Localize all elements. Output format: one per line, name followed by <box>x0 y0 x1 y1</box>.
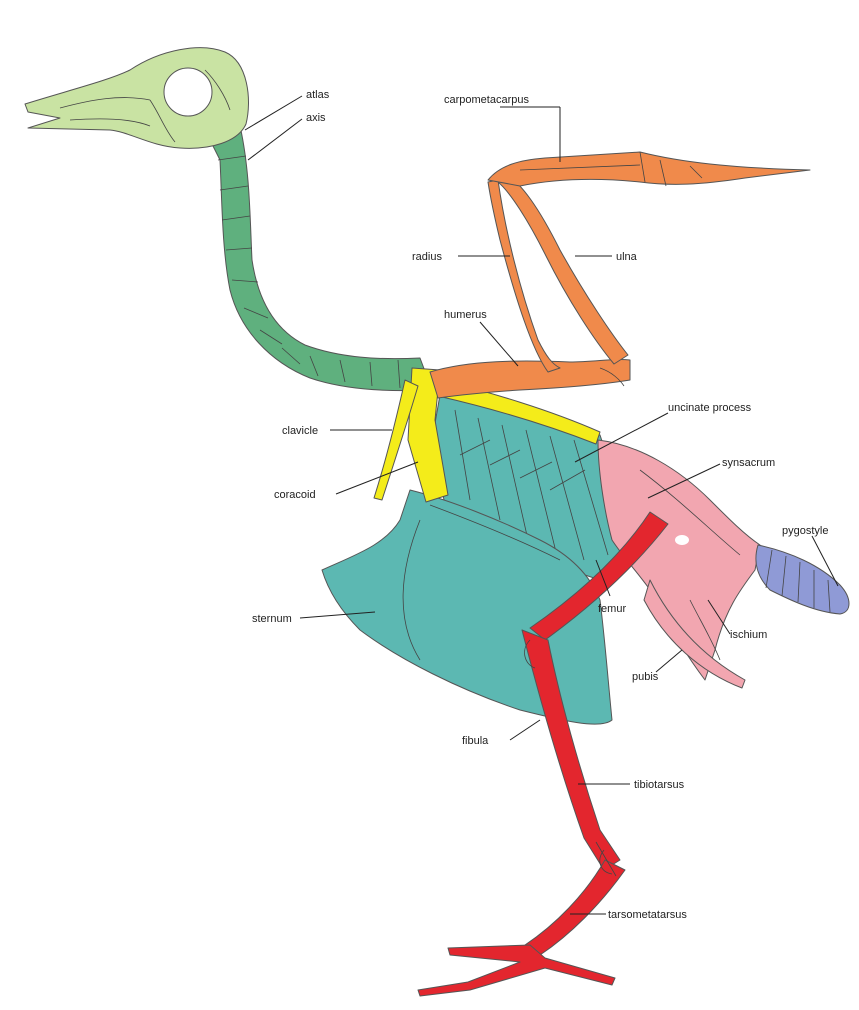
neck-shape <box>205 126 432 391</box>
svg-text:humerus: humerus <box>444 309 487 321</box>
trunk <box>322 395 628 724</box>
label-humerus: humerus <box>444 309 518 366</box>
label-coracoid: coracoid <box>274 462 418 501</box>
wing <box>430 152 810 398</box>
label-radius: radius <box>412 251 510 263</box>
svg-text:ulna: ulna <box>616 251 638 263</box>
svg-text:tarsometatarsus: tarsometatarsus <box>608 909 687 921</box>
eye-orbit <box>164 68 212 116</box>
svg-text:pygostyle: pygostyle <box>782 525 828 537</box>
label-fibula: fibula <box>462 720 540 747</box>
label-axis: axis <box>248 112 326 160</box>
svg-text:axis: axis <box>306 112 326 124</box>
svg-text:synsacrum: synsacrum <box>722 457 775 469</box>
label-clavicle: clavicle <box>282 425 392 437</box>
cervical-vertebrae <box>205 126 432 391</box>
svg-text:fibula: fibula <box>462 735 489 747</box>
svg-text:radius: radius <box>412 251 442 263</box>
svg-text:coracoid: coracoid <box>274 489 316 501</box>
svg-text:sternum: sternum <box>252 613 292 625</box>
svg-text:ischium: ischium <box>730 629 767 641</box>
skull <box>25 48 248 149</box>
svg-text:tibiotarsus: tibiotarsus <box>634 779 685 791</box>
tarsometatarsus-bone <box>525 860 625 955</box>
toes <box>418 945 615 996</box>
svg-text:carpometacarpus: carpometacarpus <box>444 94 529 106</box>
label-ulna: ulna <box>575 251 638 263</box>
label-pubis: pubis <box>632 650 682 683</box>
label-tibiotarsus: tibiotarsus <box>578 779 685 791</box>
humerus-bone <box>430 359 630 398</box>
ulna-bone <box>498 175 628 364</box>
svg-text:atlas: atlas <box>306 89 330 101</box>
label-carpometacarpus: carpometacarpus <box>444 94 560 162</box>
pelvic-foramen <box>675 535 689 545</box>
svg-text:uncinate process: uncinate process <box>668 402 752 414</box>
svg-text:clavicle: clavicle <box>282 425 318 437</box>
svg-text:pubis: pubis <box>632 671 659 683</box>
svg-text:femur: femur <box>598 603 626 615</box>
